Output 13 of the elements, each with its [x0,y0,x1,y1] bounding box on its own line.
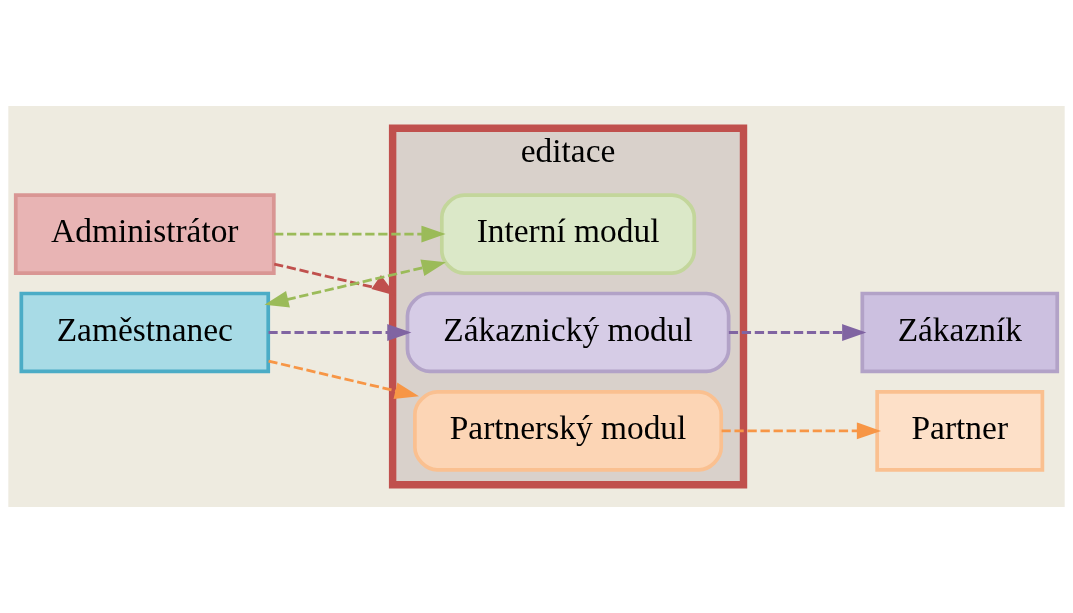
node-box: Zaměstnanec [19,291,271,374]
arrow [268,359,419,400]
node-box: Zákaznický modul [405,291,731,374]
arrow [274,225,446,243]
node-box: Zákazník [860,291,1060,374]
arrow [721,422,881,440]
node-box: Partnerský modul [413,390,724,472]
arrow [268,324,412,341]
arrow [264,259,446,308]
arrow [728,324,867,341]
node-box: Interní modul [439,193,697,275]
node-box: Partner [875,390,1045,472]
node-box: Administrátor [13,193,276,275]
